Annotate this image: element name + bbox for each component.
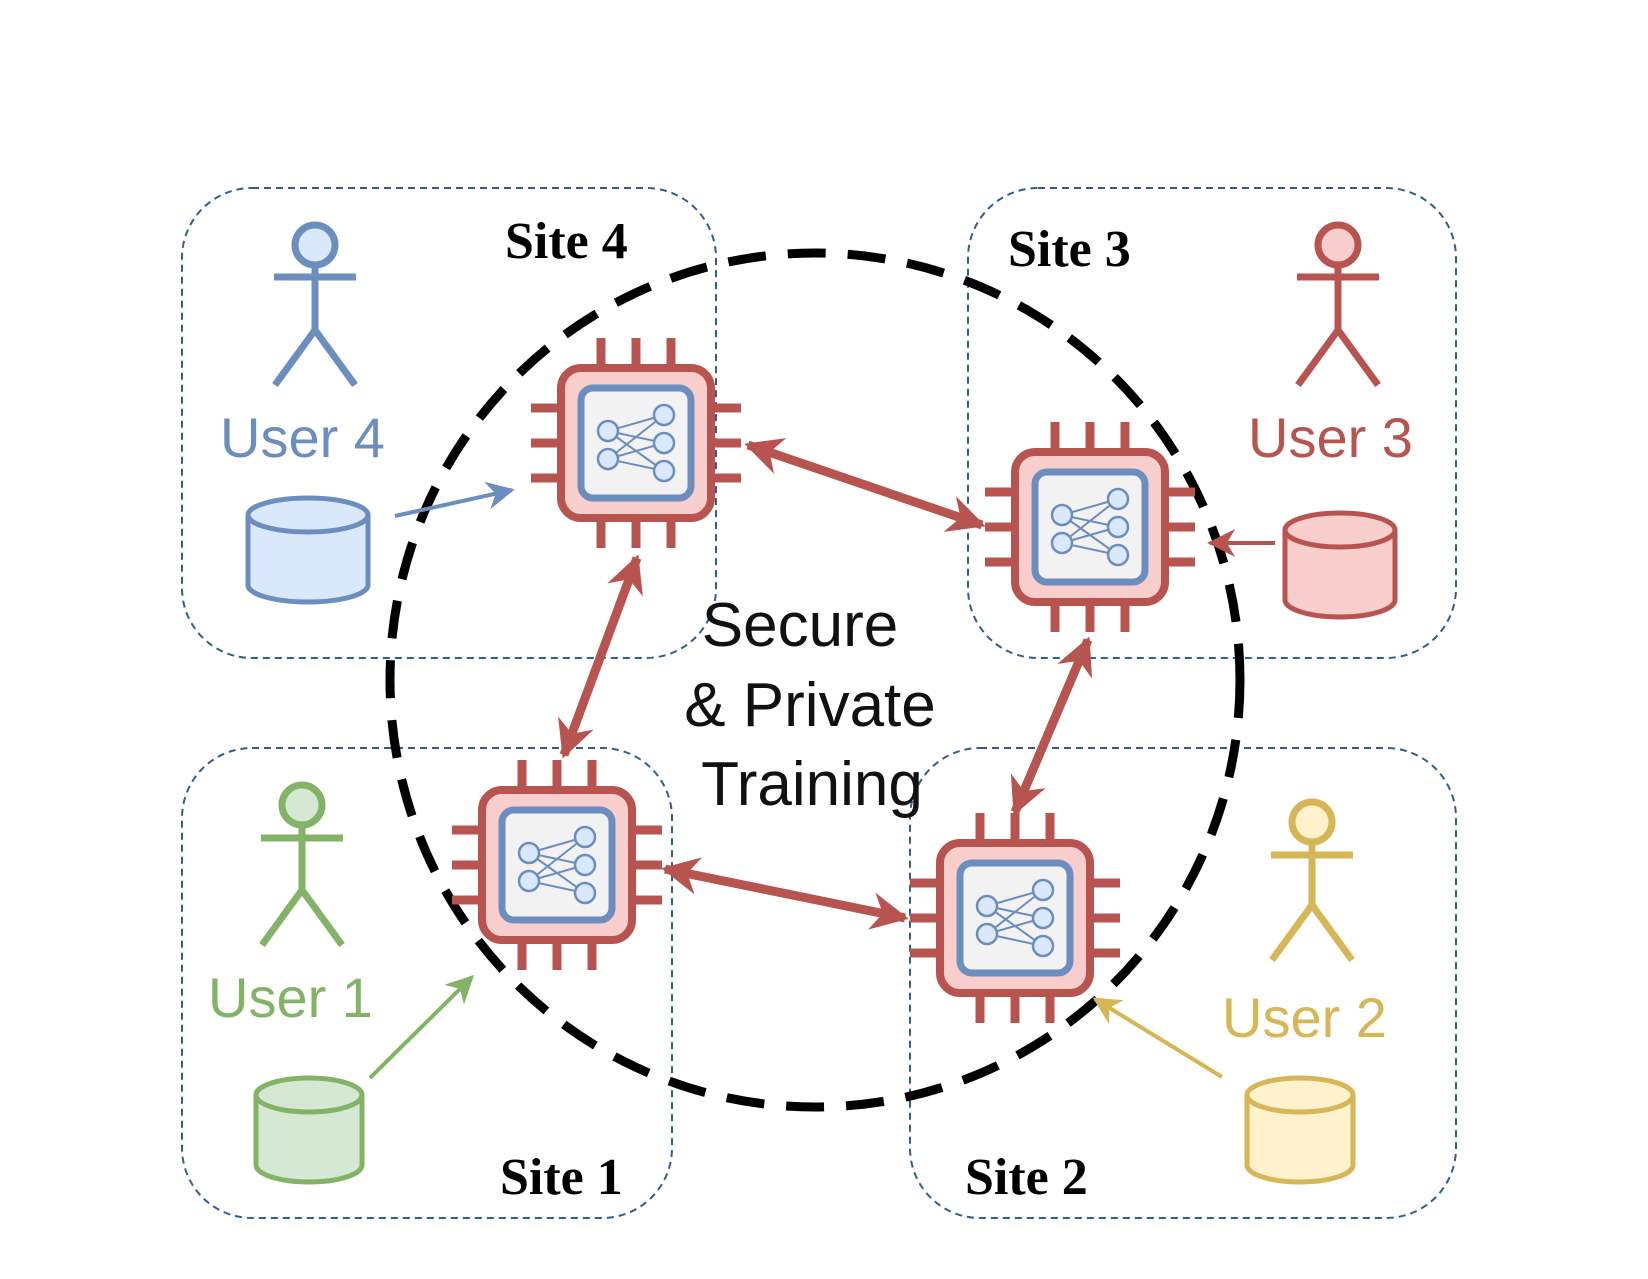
user-2-label: User 2 — [1222, 986, 1387, 1049]
site-3-chip-icon — [985, 422, 1195, 632]
site-3-box — [967, 187, 1457, 659]
site-4-label: Site 4 — [505, 213, 628, 270]
user-2-stick-figure-icon — [1269, 798, 1355, 963]
user-2-database-icon — [1244, 1075, 1356, 1185]
site-4-chip-icon — [531, 338, 741, 548]
user-4-label: User 4 — [220, 406, 385, 469]
site-1-box — [181, 747, 673, 1219]
user-1-database-icon — [253, 1075, 365, 1185]
user-4-database-icon — [245, 495, 371, 605]
secure-training-ring — [385, 248, 1245, 1112]
user-4-data-arrow — [394, 481, 515, 518]
user-3-label: User 3 — [1248, 406, 1413, 469]
user-3-stick-figure-icon — [1295, 221, 1381, 388]
center-label-line-2: & Private — [684, 671, 936, 740]
site-3-label: Site 3 — [1008, 221, 1131, 278]
user-4-stick-figure-icon — [272, 221, 358, 388]
site-1-label: Site 1 — [500, 1149, 623, 1206]
user-2-data-arrow — [1092, 997, 1224, 1079]
user-1-stick-figure-icon — [259, 781, 345, 948]
link-site1-site2 — [661, 857, 909, 930]
center-label-line-3: Training — [701, 750, 923, 819]
user-3-database-icon — [1282, 510, 1398, 620]
site-2-box — [909, 747, 1457, 1219]
link-site4-site3 — [744, 438, 986, 532]
link-site4-site1 — [558, 554, 643, 759]
site-1-chip-icon — [452, 760, 662, 970]
user-1-data-arrow — [368, 975, 474, 1080]
user-1-label: User 1 — [208, 966, 373, 1029]
center-label-line-1: Secure — [702, 591, 898, 660]
site-2-label: Site 2 — [965, 1149, 1088, 1206]
site-4-box — [181, 187, 717, 659]
site-2-chip-icon — [910, 813, 1120, 1023]
link-site3-site2 — [1010, 636, 1093, 816]
